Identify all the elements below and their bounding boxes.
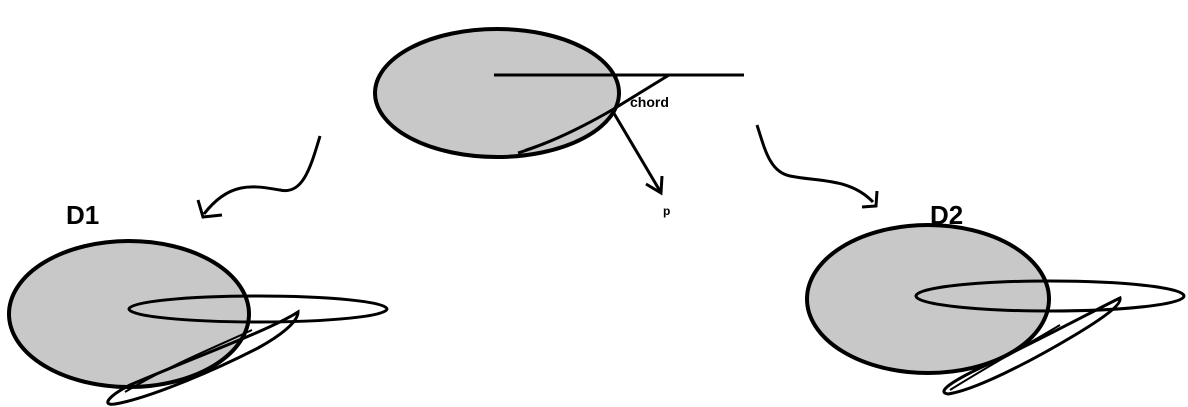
chord-label: chord (630, 94, 669, 110)
direction-p-arrowhead (645, 175, 664, 196)
d1-diagonal-loop (106, 309, 300, 406)
d1-disk (7, 239, 251, 389)
d1-figure (7, 239, 389, 406)
d2-label: D2 (930, 200, 964, 230)
arrow-to-d1 (196, 135, 322, 219)
d1-label: D1 (66, 200, 100, 230)
arrow-to-d2-curve (755, 124, 875, 204)
top-chord-thick (524, 109, 613, 151)
d2-horizontal-loop (914, 279, 1186, 313)
arrow-to-d2-head (861, 190, 879, 209)
direction-p-label: p (663, 204, 671, 218)
top-figure (373, 27, 744, 196)
arrow-to-d1-head (196, 199, 223, 219)
arrow-to-d1-curve (202, 135, 322, 215)
d2-disk (805, 223, 1051, 375)
arrow-to-d2 (755, 124, 879, 209)
d2-diagonal-loop (942, 295, 1122, 396)
d1-diagonal-inner (124, 329, 253, 393)
d2-diagonal-inner (949, 324, 1061, 391)
top-disk (373, 27, 621, 159)
d2-figure (805, 223, 1186, 396)
d1-horizontal-loop (127, 294, 389, 324)
direction-p-arrow (610, 109, 662, 192)
